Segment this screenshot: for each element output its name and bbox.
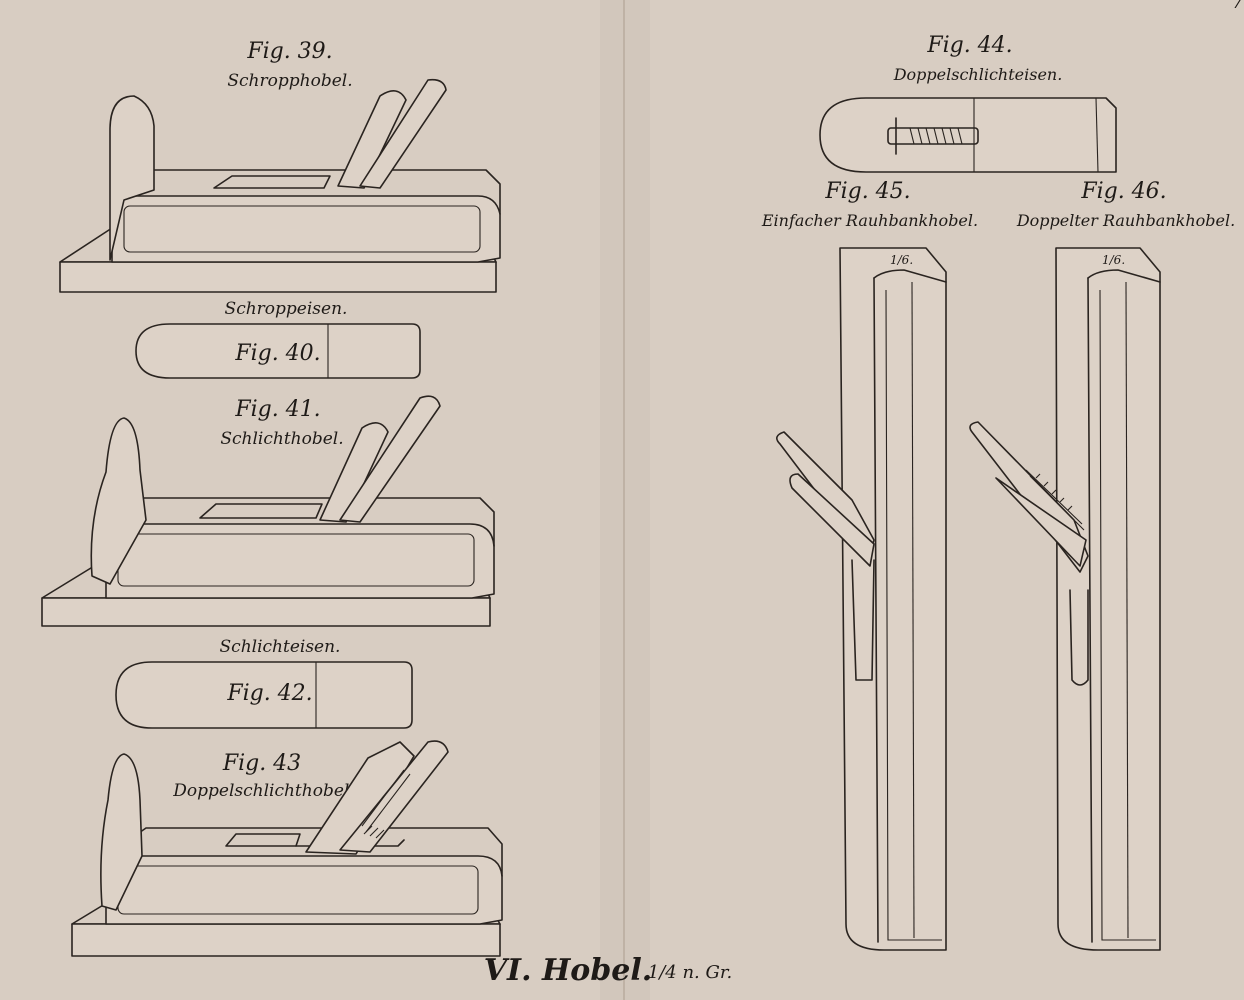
fig45-einfacher-rauhbankhobel-drawing: Fig. 45. Einfacher Rauhbankhobel. 1/6.	[761, 179, 978, 951]
fig40-caption: Schroppeisen.	[225, 299, 348, 319]
fig39-name: Schropphobel.	[227, 71, 352, 91]
fig42-caption: Schlichteisen.	[220, 637, 341, 657]
fig46-number: Fig. 46.	[1080, 179, 1166, 204]
fig40-number: Fig. 40.	[234, 341, 320, 366]
fig39-number: Fig. 39.	[246, 39, 332, 64]
fig44-name: Doppelschlichteisen.	[893, 65, 1063, 84]
fig46-scale-mark: 1/6.	[1102, 253, 1125, 267]
fig42-schlichteisen-drawing: Schlichteisen. Fig. 42.	[115, 637, 413, 729]
fig39-schropphobel-drawing: Fig. 39. Schropphobel.	[59, 39, 501, 293]
fig45-number: Fig. 45.	[824, 179, 910, 204]
fig45-name: Einfacher Rauhbankhobel.	[761, 211, 978, 230]
fig41-schlichthobel-drawing: Fig. 41. Schlichthobel.	[41, 395, 495, 627]
fig45-scale-mark: 1/6.	[890, 253, 913, 267]
fig43-name: Doppelschlichthobel.	[172, 781, 354, 801]
fig42-number: Fig. 42.	[226, 681, 312, 706]
fig44-number: Fig. 44.	[926, 33, 1012, 58]
fig43-number: Fig. 43	[222, 751, 301, 776]
plate-title-block: VI. Hobel. 1/4 n. Gr.	[484, 953, 732, 988]
page-mark: 7	[1232, 0, 1244, 13]
plate-scale: 1/4 n. Gr.	[648, 962, 732, 983]
fig46-name: Doppelter Rauhbankhobel.	[1016, 211, 1235, 230]
fig41-number: Fig. 41.	[234, 397, 320, 422]
fig40-schroppeisen-drawing: Schroppeisen. Fig. 40.	[135, 299, 421, 379]
fig41-name: Schlichthobel.	[220, 429, 343, 449]
fig44-doppelschlichteisen-drawing: Fig. 44. Doppelschlichteisen.	[819, 33, 1117, 173]
fig46-doppelter-rauhbankhobel-drawing: Fig. 46. Doppelter Rauhbankhobel. 1/6.	[969, 179, 1235, 951]
plate-title: VI. Hobel.	[484, 953, 652, 988]
fig43-doppelschlichthobel-drawing: Fig. 43 Doppelschlichthobel.	[71, 740, 503, 957]
